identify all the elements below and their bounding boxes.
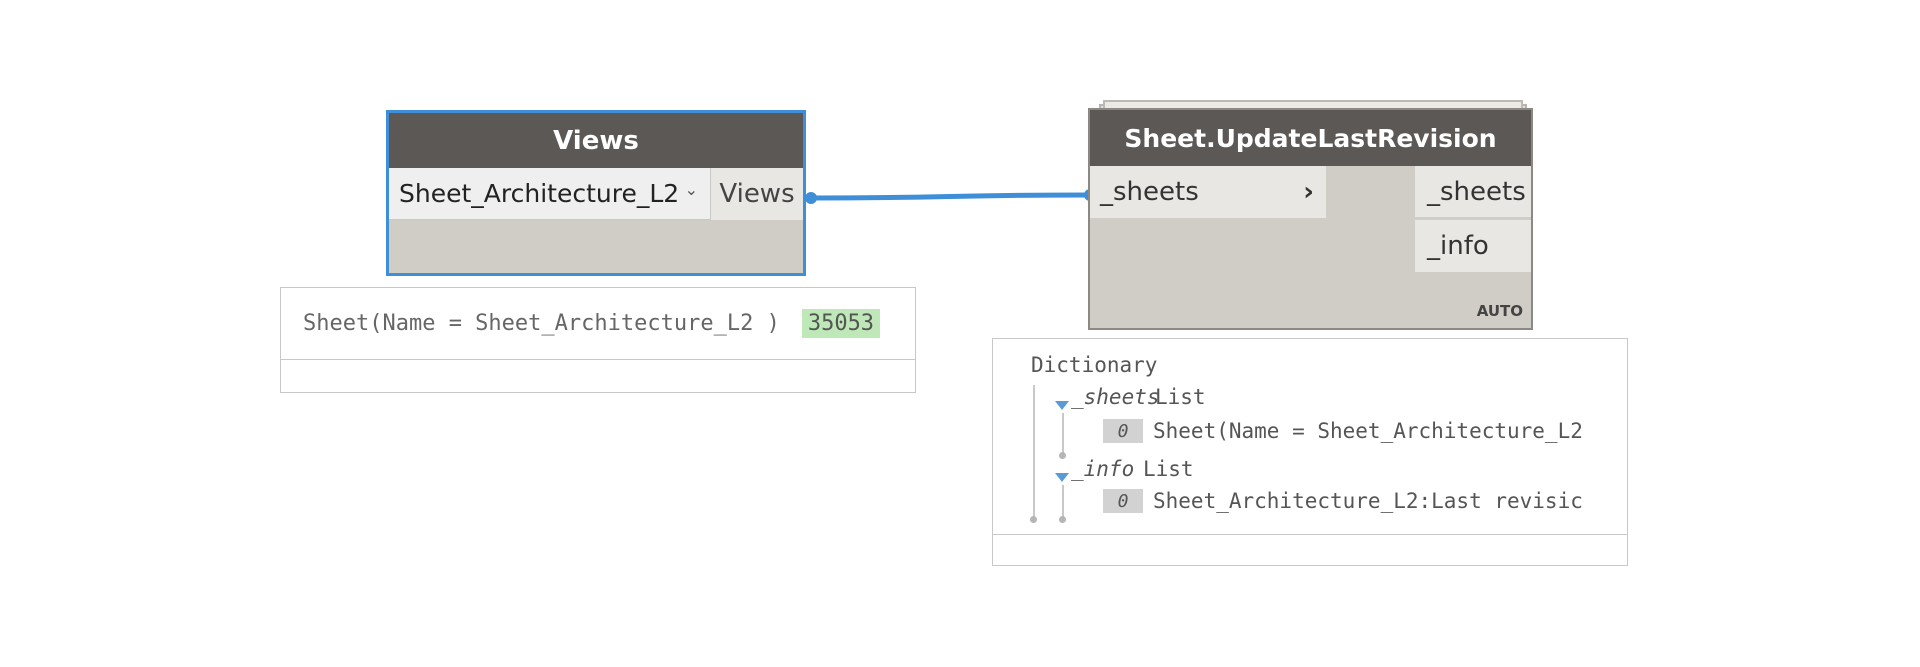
update-node-title: Sheet.UpdateLastRevision [1124,123,1497,153]
views-output-port[interactable]: Views [711,168,803,220]
dict-type-sheets: List [1155,385,1206,409]
tree-line [1062,413,1064,455]
update-last-revision-node[interactable]: Sheet.UpdateLastRevision _sheets › _shee… [1088,108,1533,330]
input-port-sheets[interactable]: _sheets › [1090,166,1326,218]
tree-end-dot [1059,452,1066,459]
output-port-sheets-label: _sheets [1427,176,1526,207]
list-item-value: Sheet_Architecture_L2:Last revisic [1153,489,1583,513]
views-node[interactable]: Views Sheet_Architecture_L2 ⌄ Views [386,110,806,276]
tree-line [1033,385,1035,517]
list-index: 0 [1103,489,1143,513]
dictionary-preview-bubble[interactable]: Dictionary _sheets List 0 Sheet(Name = S… [992,338,1628,566]
dictionary-tree: Dictionary _sheets List 0 Sheet(Name = S… [993,339,1627,535]
output-port-sheets[interactable]: _sheets [1415,166,1531,218]
output-port-info[interactable]: _info [1415,220,1531,272]
views-dropdown-value: Sheet_Architecture_L2 [399,179,680,208]
chevron-down-icon[interactable]: ⌄ [684,180,698,199]
lacing-label[interactable]: AUTO [1476,302,1523,320]
tree-end-dot [1030,516,1037,523]
dict-key-sheets: _sheets [1071,385,1160,409]
dict-type-info: List [1143,457,1194,481]
dictionary-root-label: Dictionary [1031,353,1158,377]
list-index: 0 [1103,419,1143,443]
list-item-value: Sheet(Name = Sheet_Architecture_L2 [1153,419,1583,443]
tree-end-dot [1059,516,1066,523]
input-port-sheets-label: _sheets [1100,177,1199,207]
views-node-title: Views [553,125,639,156]
views-preview-value: Sheet(Name = Sheet_Architecture_L2 ) [303,311,780,336]
views-output-port-label: Views [719,179,795,209]
dict-key-info: _info [1071,457,1135,481]
element-id-chip[interactable]: 35053 [801,309,881,338]
views-node-header[interactable]: Views [389,113,803,168]
update-node-header[interactable]: Sheet.UpdateLastRevision [1090,110,1531,166]
views-preview-bubble[interactable]: Sheet(Name = Sheet_Architecture_L2 ) 350… [280,287,916,393]
expand-triangle-icon[interactable] [1055,473,1069,482]
expand-triangle-icon[interactable] [1055,401,1069,410]
output-port-info-label: _info [1427,231,1489,261]
chevron-right-icon: › [1303,177,1314,207]
views-dropdown[interactable]: Sheet_Architecture_L2 ⌄ [389,168,711,220]
tree-line [1062,485,1064,517]
